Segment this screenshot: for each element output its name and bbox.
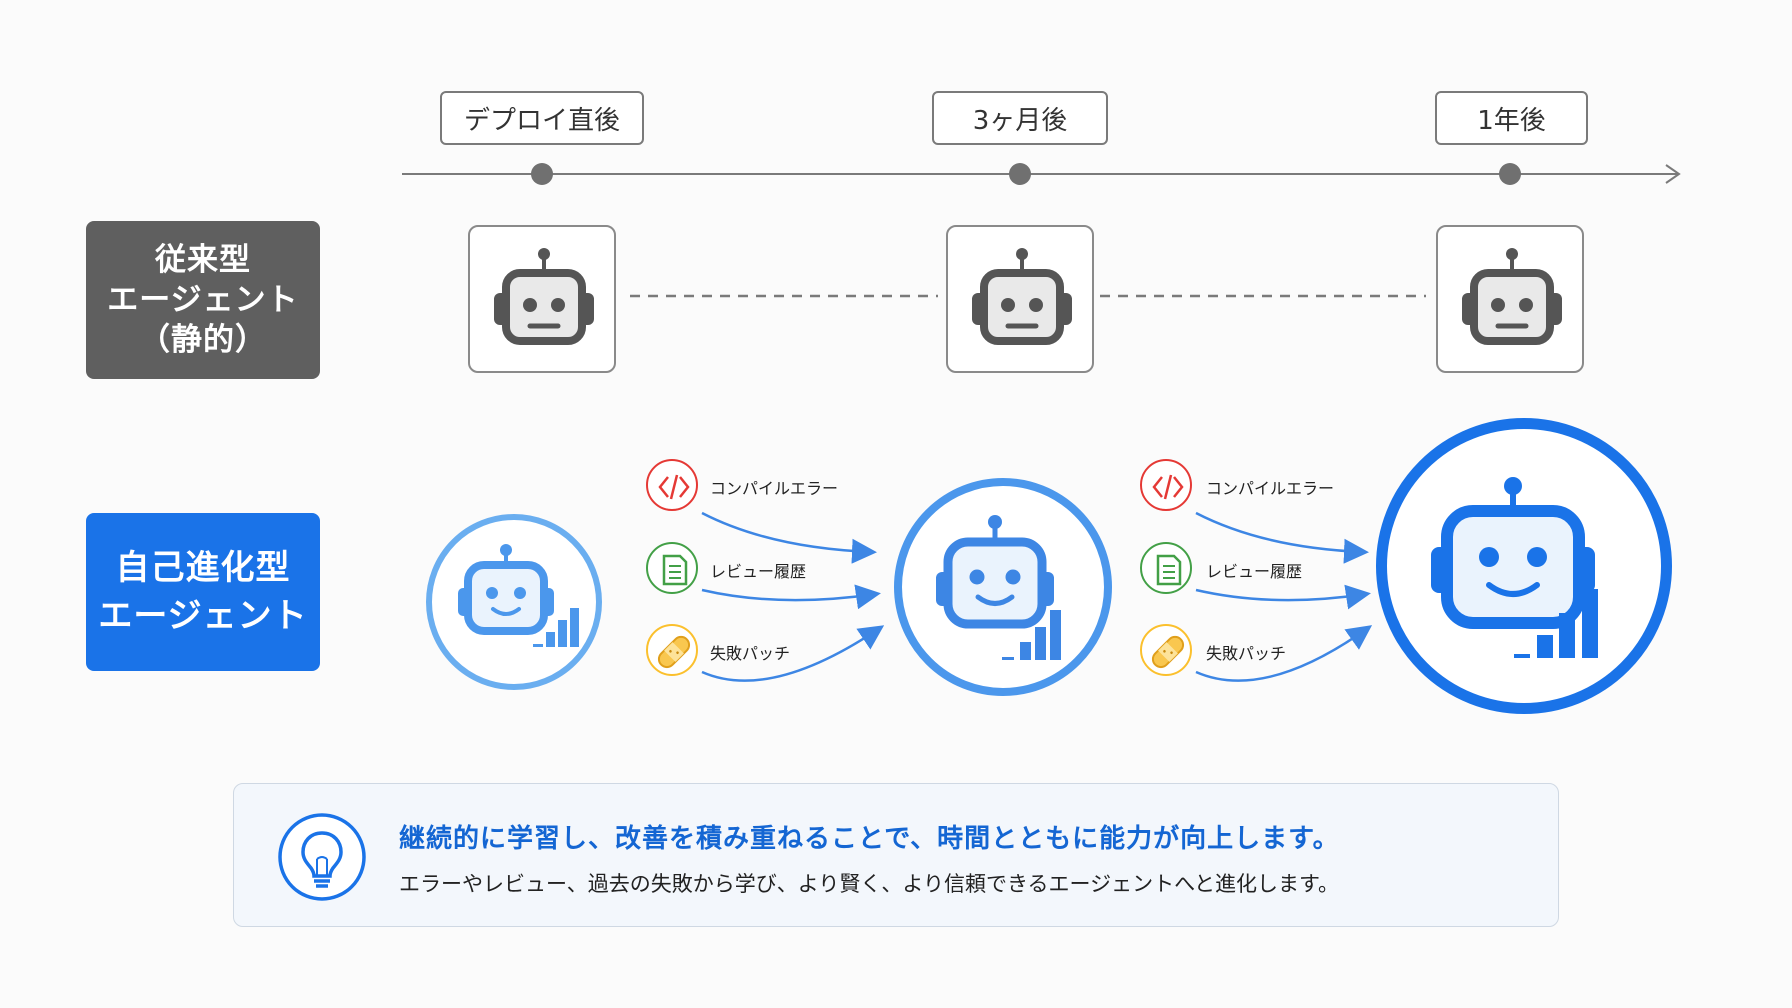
evolving-agent-stage-2: [894, 478, 1112, 696]
robot-icon: [972, 248, 1072, 345]
static-dashed-connectors: [630, 294, 1426, 298]
stage-label-3months: 3ヶ月後: [932, 91, 1108, 145]
evolving-agent-label: 自己進化型 エージェント: [86, 513, 320, 671]
stage-label-1year: 1年後: [1435, 91, 1588, 145]
robot-icon: [936, 515, 1061, 660]
static-robot-card: [1436, 225, 1584, 373]
lightbulb-icon: [278, 813, 366, 901]
feedback-label-review-history: レビュー履歴: [1206, 562, 1303, 581]
evolving-agent-stage-3: [1376, 418, 1672, 714]
summary-box: 継続的に学習し、改善を積み重ねることで、時間とともに能力が向上します。 エラーや…: [233, 783, 1559, 927]
stage-label-deploy: デプロイ直後: [440, 91, 644, 145]
label-line: （静的）: [139, 322, 267, 358]
robot-icon: [494, 248, 594, 345]
feedback-label-compile-error: コンパイルエラー: [710, 479, 839, 498]
label-line: エージェント: [98, 596, 308, 636]
document-icon: [1140, 542, 1192, 594]
code-icon: [646, 459, 698, 511]
code-icon: [1140, 459, 1192, 511]
label-line: 自己進化型: [115, 548, 291, 588]
timeline-marker: [1499, 163, 1521, 185]
robot-icon: [1462, 248, 1562, 345]
feedback-label-failed-patch: 失敗パッチ: [1206, 644, 1287, 663]
timeline-marker: [1009, 163, 1031, 185]
static-robot-card: [946, 225, 1094, 373]
static-agent-label: 従来型 エージェント （静的）: [86, 221, 320, 379]
feedback-label-compile-error: コンパイルエラー: [1206, 479, 1335, 498]
evolving-agent-stage-1: [426, 514, 602, 690]
summary-headline: 継続的に学習し、改善を積み重ねることで、時間とともに能力が向上します。: [399, 824, 1340, 854]
summary-body: エラーやレビュー、過去の失敗から学び、より賢く、より信頼できるエージェントへと進…: [399, 872, 1339, 896]
feedback-label-review-history: レビュー履歴: [710, 562, 807, 581]
label-line: 従来型: [155, 242, 251, 278]
feedback-arrows: [701, 511, 1373, 682]
robot-icon: [1431, 477, 1598, 658]
timeline-marker: [531, 163, 553, 185]
document-icon: [646, 542, 698, 594]
feedback-label-failed-patch: 失敗パッチ: [710, 644, 791, 663]
label-line: エージェント: [107, 282, 299, 318]
static-robot-card: [468, 225, 616, 373]
bandage-icon: [1140, 624, 1192, 676]
timeline-axis: [402, 163, 1681, 185]
robot-icon: [458, 544, 579, 647]
bandage-icon: [646, 624, 698, 676]
